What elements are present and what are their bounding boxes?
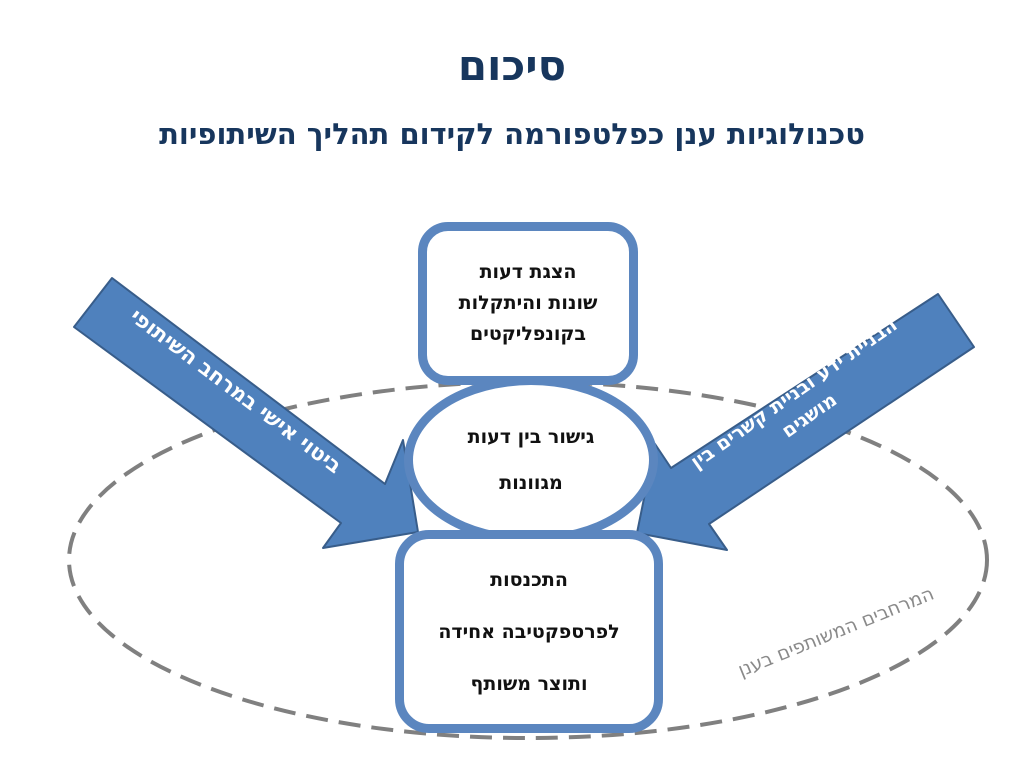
box-text-line: שונות והיתקלות: [458, 292, 598, 314]
slide-subtitle: טכנולוגיות ענן כפלטפורמה לקידום תהליך הש…: [159, 117, 865, 151]
box-text-line: מגוונות: [499, 472, 563, 494]
bottom-box-convergence: התכנסות לפרספקטיבה אחידה ותוצר משותף: [395, 530, 663, 733]
box-text-line: התכנסות: [490, 568, 568, 591]
shared-spaces-ellipse: [67, 380, 989, 740]
left-arrow: [73, 277, 419, 549]
top-box-conflicts: הצגת דעות שונות והיתקלות בקונפליקטים: [418, 222, 638, 385]
box-text-line: ותוצר משותף: [470, 672, 588, 695]
right-arrow: [636, 293, 975, 551]
box-text-line: לפרספקטיבה אחידה: [438, 620, 620, 643]
box-text-line: הצגת דעות: [479, 261, 577, 283]
slide-title: סיכום: [457, 41, 567, 90]
box-text-line: בקונפליקטים: [470, 323, 587, 345]
middle-box-bridging: גישור בין דעות מגוונות: [404, 376, 658, 544]
box-text-line: גישור בין דעות: [467, 426, 595, 448]
